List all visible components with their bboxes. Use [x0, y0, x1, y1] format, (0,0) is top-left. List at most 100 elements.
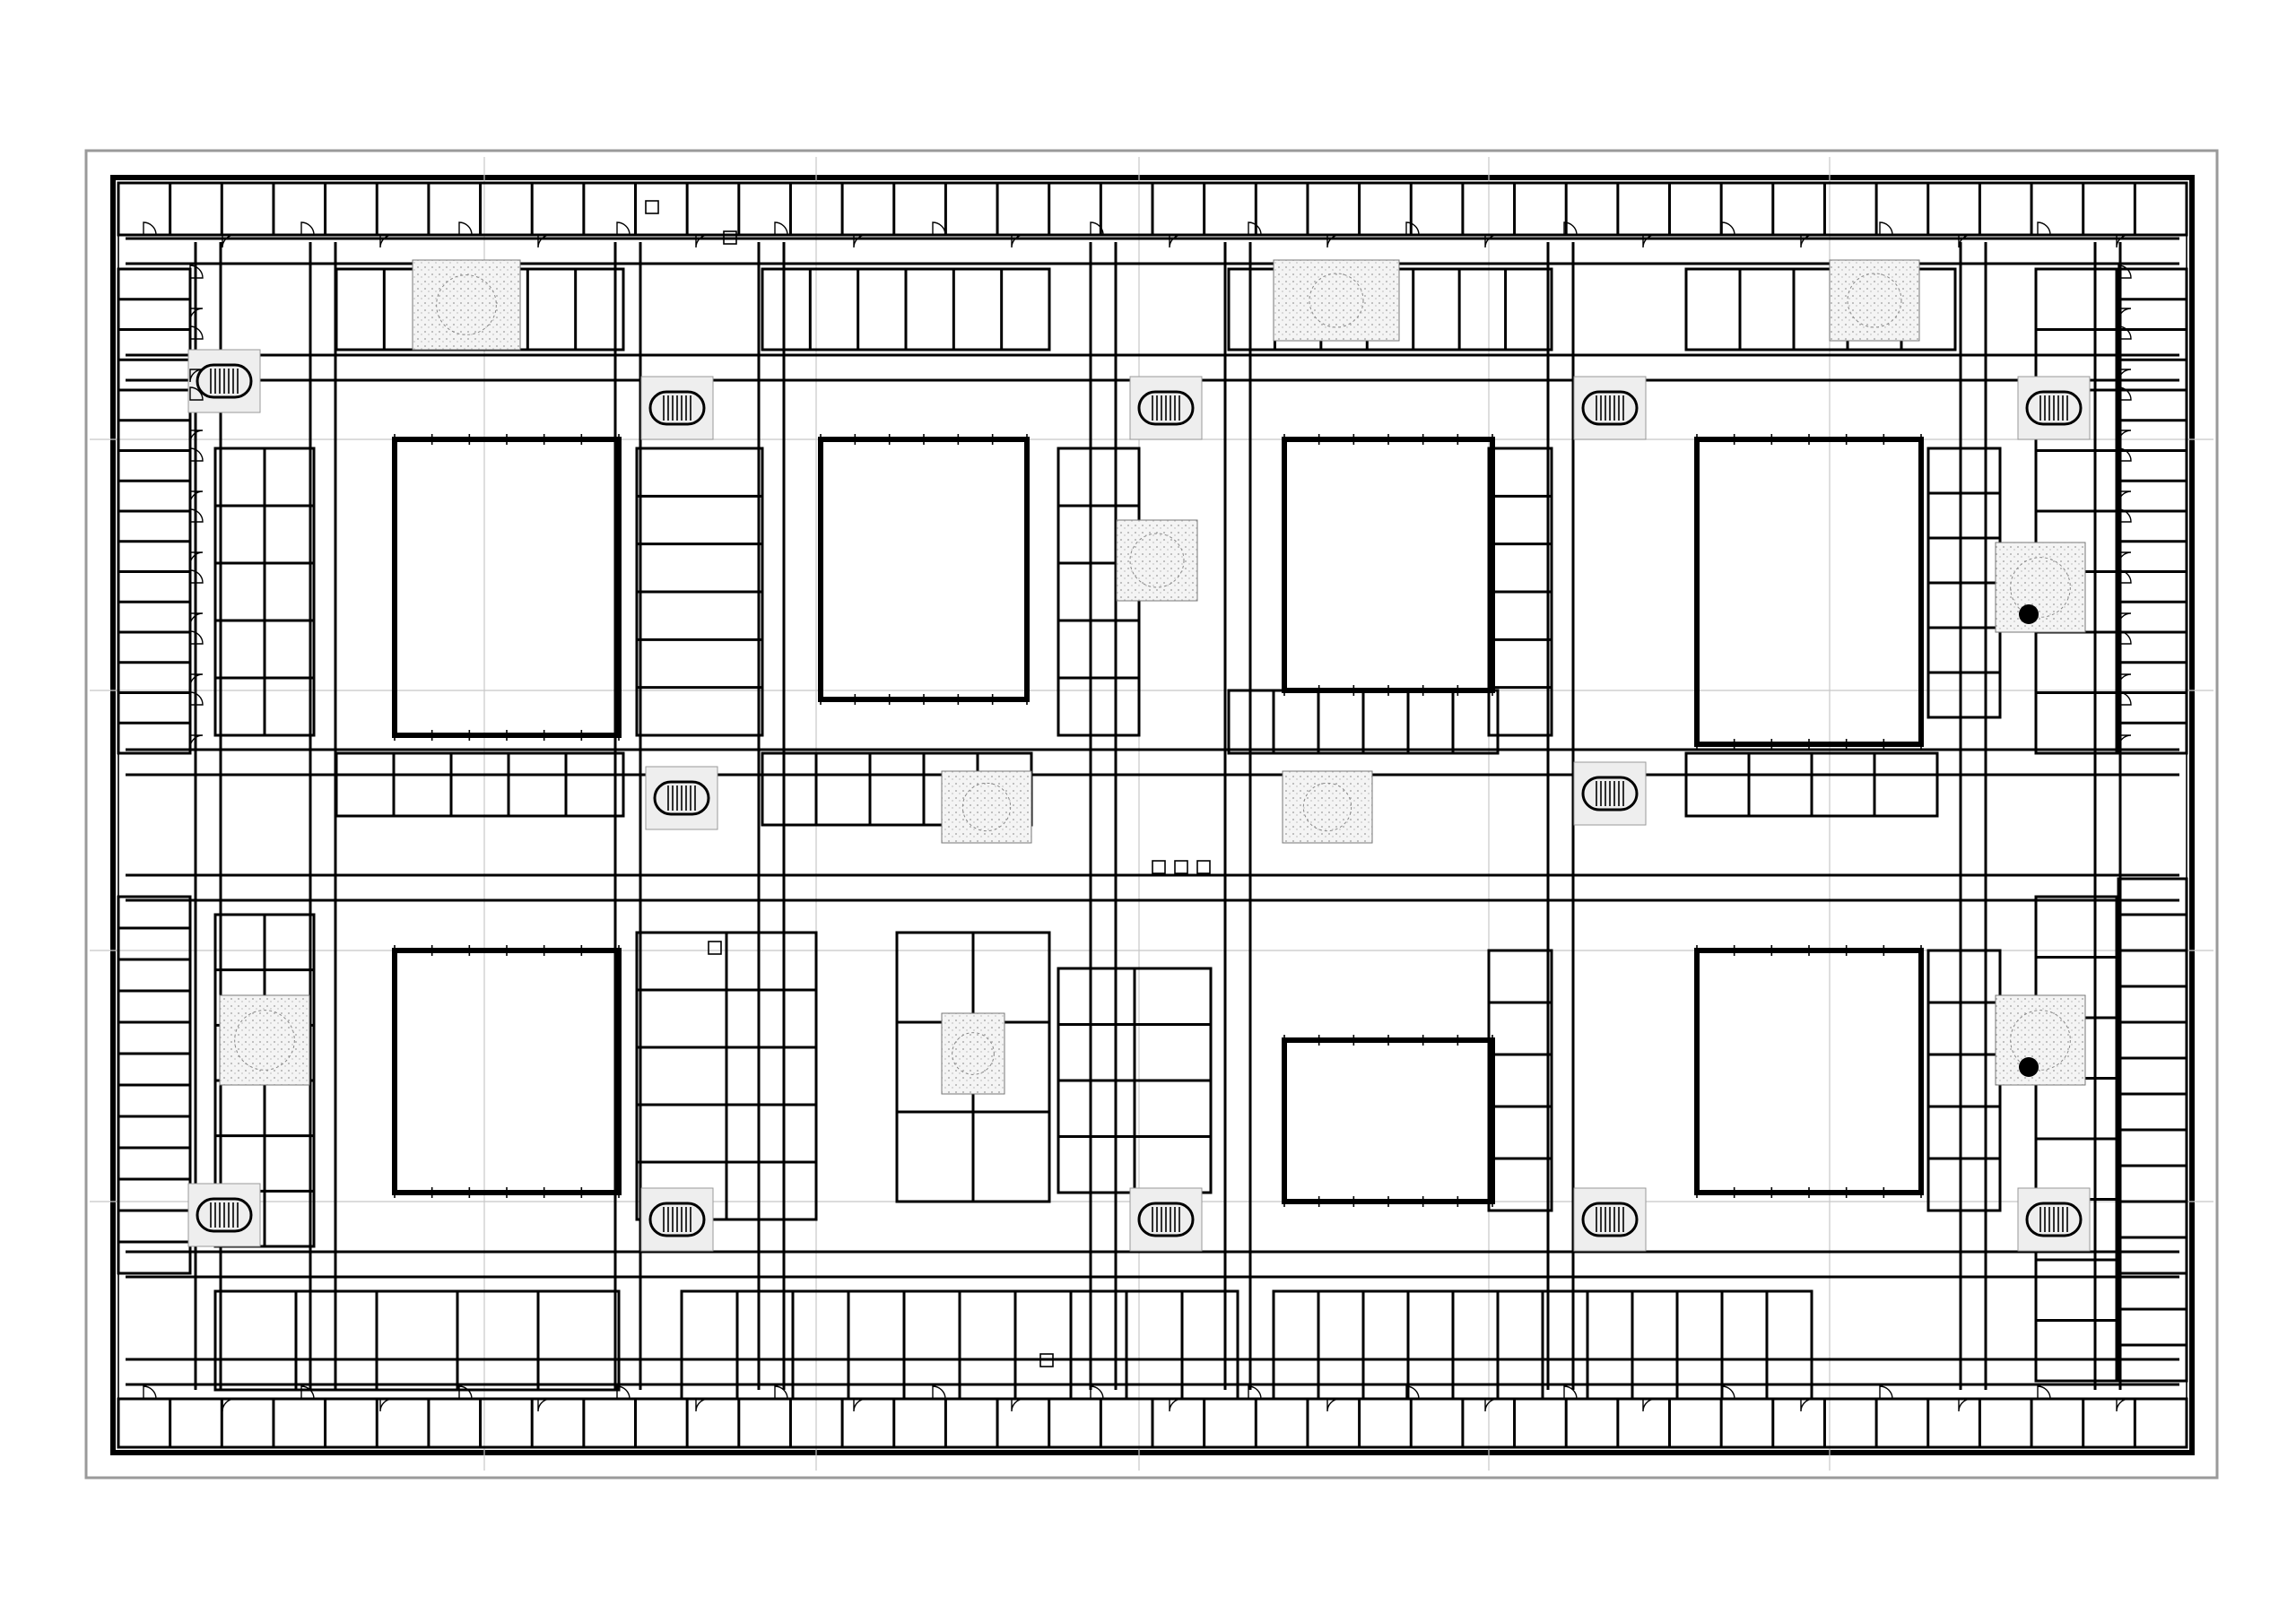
door-swing	[1879, 221, 1893, 236]
door-swing	[853, 234, 867, 248]
fixture-square	[1174, 860, 1188, 874]
door-swing	[1563, 1385, 1578, 1400]
door-swing	[189, 265, 204, 279]
stair-outline	[2025, 390, 2083, 426]
planter-foliage	[1309, 273, 1364, 328]
courtyard	[1694, 437, 1924, 747]
planter-foliage	[2010, 1010, 2071, 1071]
door-swing	[189, 691, 204, 706]
door-swing	[222, 1398, 236, 1412]
fixture-square	[1196, 860, 1211, 874]
courtyards	[392, 434, 1924, 1207]
stair-icon	[1573, 761, 1647, 826]
door-swing	[2037, 221, 2051, 236]
planter-bed	[1995, 994, 2086, 1086]
door-swing	[189, 551, 204, 566]
door-swing	[189, 430, 204, 444]
door-swing	[2118, 447, 2132, 462]
stair-outline	[1137, 1202, 1195, 1237]
courtyard	[818, 437, 1030, 702]
planter-bed	[1282, 770, 1373, 844]
room-block	[335, 751, 625, 818]
planter-foliage	[961, 782, 1012, 832]
stair-outline	[196, 1197, 253, 1233]
column-icon	[2019, 604, 2039, 624]
planter-foliage	[1847, 273, 1902, 328]
stair-icon	[1573, 1187, 1647, 1252]
stair-outline	[648, 390, 706, 426]
door-swing	[189, 386, 204, 401]
planter-foliage	[2010, 557, 2071, 618]
stair-icon	[2017, 376, 2091, 440]
door-swing	[189, 569, 204, 584]
door-swing	[616, 221, 631, 236]
door-swing	[774, 1385, 788, 1400]
door-swing	[1090, 221, 1104, 236]
stair-outline	[196, 363, 253, 399]
stair-outline	[1137, 390, 1195, 426]
room-block	[1684, 267, 1957, 352]
planter-icon	[412, 259, 521, 351]
planter-icon	[1282, 770, 1373, 844]
door-swing	[1169, 1398, 1183, 1412]
stair-outline	[1581, 1202, 1639, 1237]
door-swing	[1484, 1398, 1499, 1412]
stairwells	[187, 349, 2091, 1252]
room-block	[1487, 949, 1553, 1212]
planter-icon	[941, 770, 1032, 844]
door-swing	[932, 221, 946, 236]
door-swing	[1879, 1385, 1893, 1400]
doors	[143, 221, 2132, 1412]
door-swing	[1721, 221, 1735, 236]
door-swing	[1800, 234, 1814, 248]
door-swing	[1405, 221, 1420, 236]
stair-icon	[1129, 376, 1203, 440]
planter-bed	[941, 1012, 1005, 1095]
door-swing	[379, 1398, 394, 1412]
stair-icon	[1573, 376, 1647, 440]
door-swing	[1011, 234, 1025, 248]
stair-outline	[648, 1202, 706, 1237]
door-swing	[189, 490, 204, 505]
stair-icon	[645, 766, 718, 830]
door-swing	[222, 234, 236, 248]
door-swing	[2118, 508, 2132, 523]
door-swing	[189, 369, 204, 383]
courtyard	[392, 948, 622, 1195]
planter-bed	[412, 259, 521, 351]
planter-foliage	[234, 1010, 295, 1071]
door-swing	[2116, 1398, 2130, 1412]
door-swing	[853, 1398, 867, 1412]
door-swing	[1248, 1385, 1262, 1400]
door-swing	[2118, 630, 2132, 645]
planter-bed	[1829, 259, 1920, 342]
planter-icon	[1829, 259, 1920, 342]
door-swing	[1642, 1398, 1657, 1412]
door-swing	[1563, 221, 1578, 236]
door-swing	[1958, 234, 1972, 248]
door-swing	[189, 734, 204, 749]
fixture-square	[1039, 1353, 1054, 1367]
door-swing	[2118, 612, 2132, 627]
door-swing	[2116, 234, 2130, 248]
stair-icon	[187, 349, 261, 413]
fixtures	[645, 200, 2039, 1367]
door-swing	[537, 234, 552, 248]
stair-icon	[2017, 1187, 2091, 1252]
room-blocks	[213, 267, 2118, 1392]
door-swing	[537, 1398, 552, 1412]
planter-bed	[1116, 519, 1198, 602]
door-swing	[1958, 1398, 1972, 1412]
door-swing	[1721, 1385, 1735, 1400]
door-swing	[695, 1398, 709, 1412]
door-swing	[189, 308, 204, 322]
door-swing	[2118, 691, 2132, 706]
door-swing	[1642, 234, 1657, 248]
door-swing	[189, 630, 204, 645]
door-swing	[1326, 1398, 1341, 1412]
planter-icon	[1273, 259, 1400, 342]
door-swing	[932, 1385, 946, 1400]
door-swing	[143, 1385, 157, 1400]
